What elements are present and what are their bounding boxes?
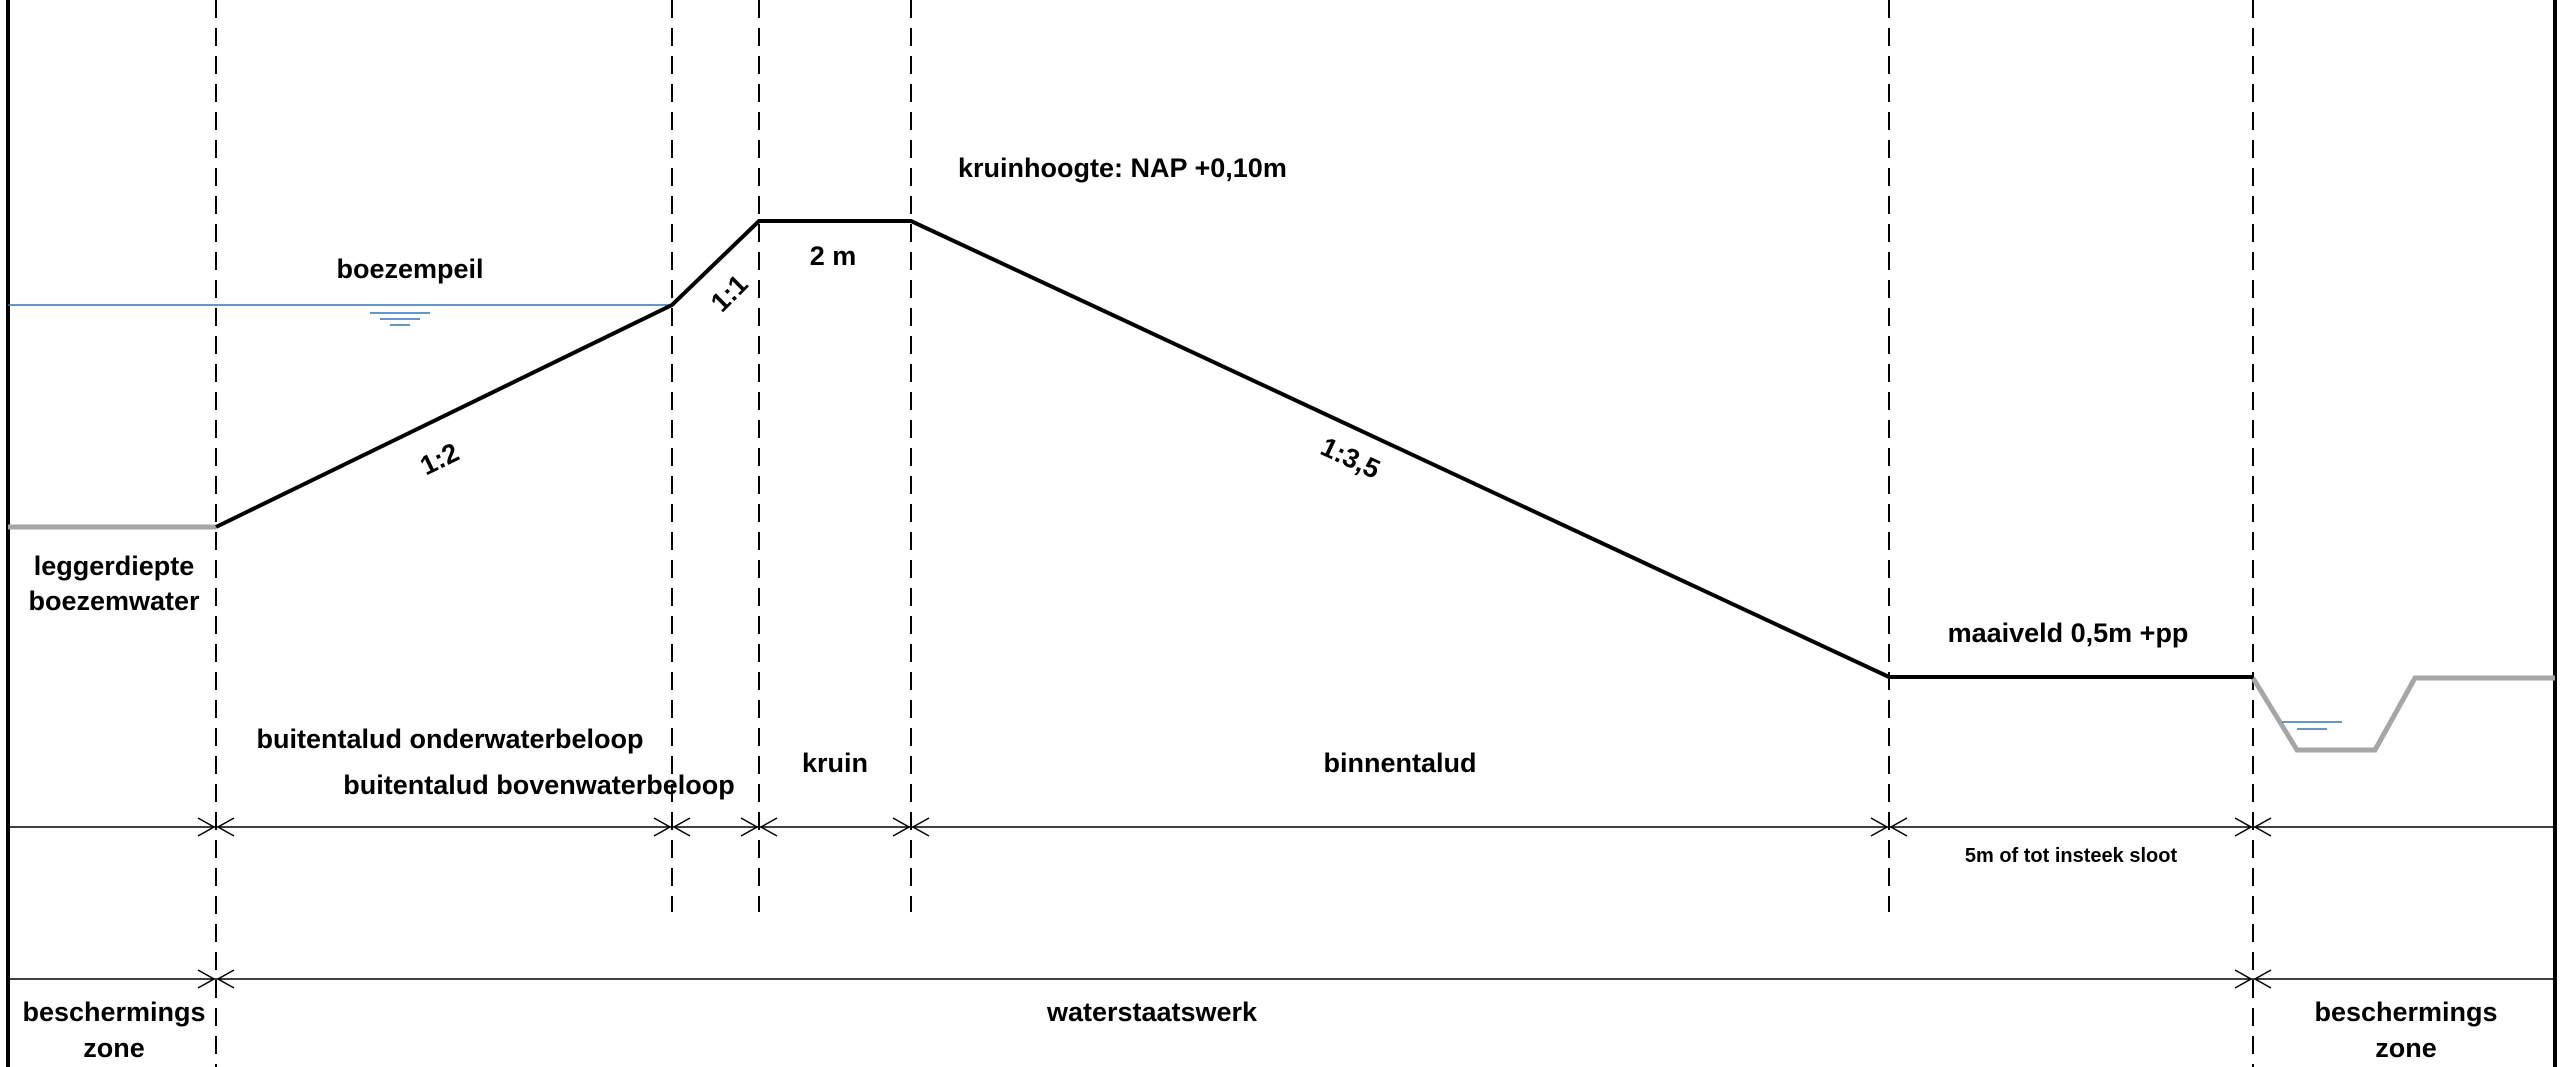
zone-left-label-line1: beschermings bbox=[22, 997, 205, 1027]
crest-width-label: 2 m bbox=[810, 241, 857, 271]
zone-boundaries bbox=[215, 0, 2254, 1067]
binnentalud-label: binnentalud bbox=[1324, 748, 1477, 778]
boezempeil-label: boezempeil bbox=[336, 254, 483, 284]
kruin-label: kruin bbox=[802, 748, 868, 778]
insteek-label: 5m of tot insteek sloot bbox=[1965, 845, 2178, 867]
zone-left-label-line2: zone bbox=[83, 1033, 145, 1063]
water-level-ditch-icon bbox=[2282, 721, 2342, 730]
kruinhoogte-label: kruinhoogte: NAP +0,10m bbox=[958, 153, 1287, 183]
zone-right-label-line2: zone bbox=[2375, 1033, 2437, 1063]
water-level-left-icon bbox=[370, 312, 430, 326]
maaiveld-label: maaiveld 0,5m +pp bbox=[1948, 618, 2189, 648]
slope-outer-above-label: 1:1 bbox=[705, 269, 754, 318]
ditch-ground-line bbox=[2250, 675, 2555, 753]
dimension-row-zones bbox=[8, 969, 2555, 989]
leggerdiepte-label-line2: boezemwater bbox=[28, 586, 200, 616]
slope-outer-under-label: 1:2 bbox=[415, 437, 463, 481]
slope-inner-label: 1:3,5 bbox=[1316, 431, 1384, 484]
zone-right-label-line1: beschermings bbox=[2314, 997, 2497, 1027]
dimension-row-sections bbox=[8, 817, 2555, 837]
waterstaatswerk-label: waterstaatswerk bbox=[1046, 997, 1258, 1027]
buitentalud-boven-label: buitentalud bovenwaterbeloop bbox=[343, 770, 735, 800]
buitentalud-onder-label: buitentalud onderwaterbeloop bbox=[256, 724, 643, 754]
leggerdiepte-label-line1: leggerdiepte bbox=[34, 551, 195, 581]
dike-profile-line bbox=[215, 219, 2253, 679]
